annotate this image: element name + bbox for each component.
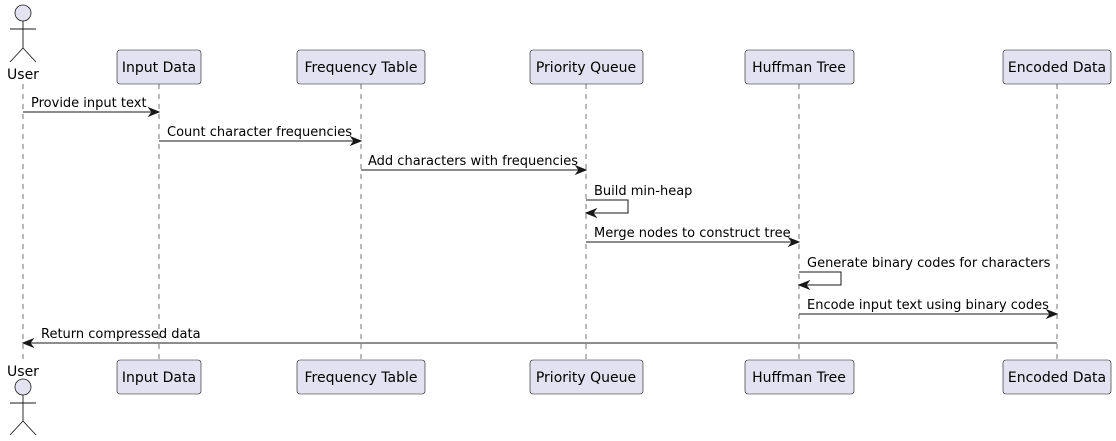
participant-input-top: Input Data bbox=[116, 49, 202, 85]
participant-freq-bottom: Frequency Table bbox=[296, 359, 426, 395]
participant-label: Priority Queue bbox=[536, 370, 636, 386]
participant-enc-bottom: Encoded Data bbox=[1002, 359, 1112, 395]
participant-label: Priority Queue bbox=[536, 60, 636, 76]
message-label: Add characters with frequencies bbox=[368, 154, 578, 169]
message-label: Count character frequencies bbox=[167, 125, 352, 140]
actor-label: User bbox=[7, 67, 39, 83]
message-label: Provide input text bbox=[31, 96, 147, 111]
message-return-compressed: Return compressed data bbox=[21, 327, 1057, 349]
participant-label: Encoded Data bbox=[1008, 60, 1106, 76]
message-label: Return compressed data bbox=[41, 327, 201, 342]
message-label: Generate binary codes for characters bbox=[807, 256, 1051, 271]
message-encode-input: Encode input text using binary codes bbox=[799, 298, 1059, 320]
participant-tree-bottom: Huffman Tree bbox=[744, 359, 855, 395]
message-generate-codes: Generate binary codes for characters bbox=[797, 256, 1051, 291]
message-add-characters: Add characters with frequencies bbox=[361, 154, 588, 176]
actor-user-bottom: User bbox=[7, 364, 39, 436]
message-count-frequencies: Count character frequencies bbox=[159, 125, 363, 147]
actor-icon bbox=[9, 378, 37, 436]
message-merge-nodes: Merge nodes to construct tree bbox=[586, 226, 801, 248]
message-label: Merge nodes to construct tree bbox=[594, 226, 791, 241]
participant-freq-top: Frequency Table bbox=[296, 49, 426, 85]
actor-user-top: User bbox=[7, 4, 39, 83]
participant-label: Frequency Table bbox=[305, 370, 418, 386]
participant-label: Input Data bbox=[122, 60, 196, 76]
message-build-min-heap: Build min-heap bbox=[584, 184, 692, 219]
participant-enc-top: Encoded Data bbox=[1002, 49, 1112, 85]
actor-label: User bbox=[7, 364, 39, 380]
message-label: Build min-heap bbox=[594, 184, 692, 199]
participant-label: Huffman Tree bbox=[752, 60, 846, 76]
message-label: Encode input text using binary codes bbox=[807, 298, 1049, 313]
participant-label: Huffman Tree bbox=[752, 370, 846, 386]
actor-icon bbox=[9, 4, 37, 63]
participant-pq-bottom: Priority Queue bbox=[529, 359, 644, 395]
message-provide-input: Provide input text bbox=[23, 96, 161, 118]
participant-input-bottom: Input Data bbox=[116, 359, 202, 395]
participant-pq-top: Priority Queue bbox=[529, 49, 644, 85]
participant-label: Input Data bbox=[122, 370, 196, 386]
participant-label: Encoded Data bbox=[1008, 370, 1106, 386]
participant-label: Frequency Table bbox=[305, 60, 418, 76]
participant-tree-top: Huffman Tree bbox=[744, 49, 855, 85]
